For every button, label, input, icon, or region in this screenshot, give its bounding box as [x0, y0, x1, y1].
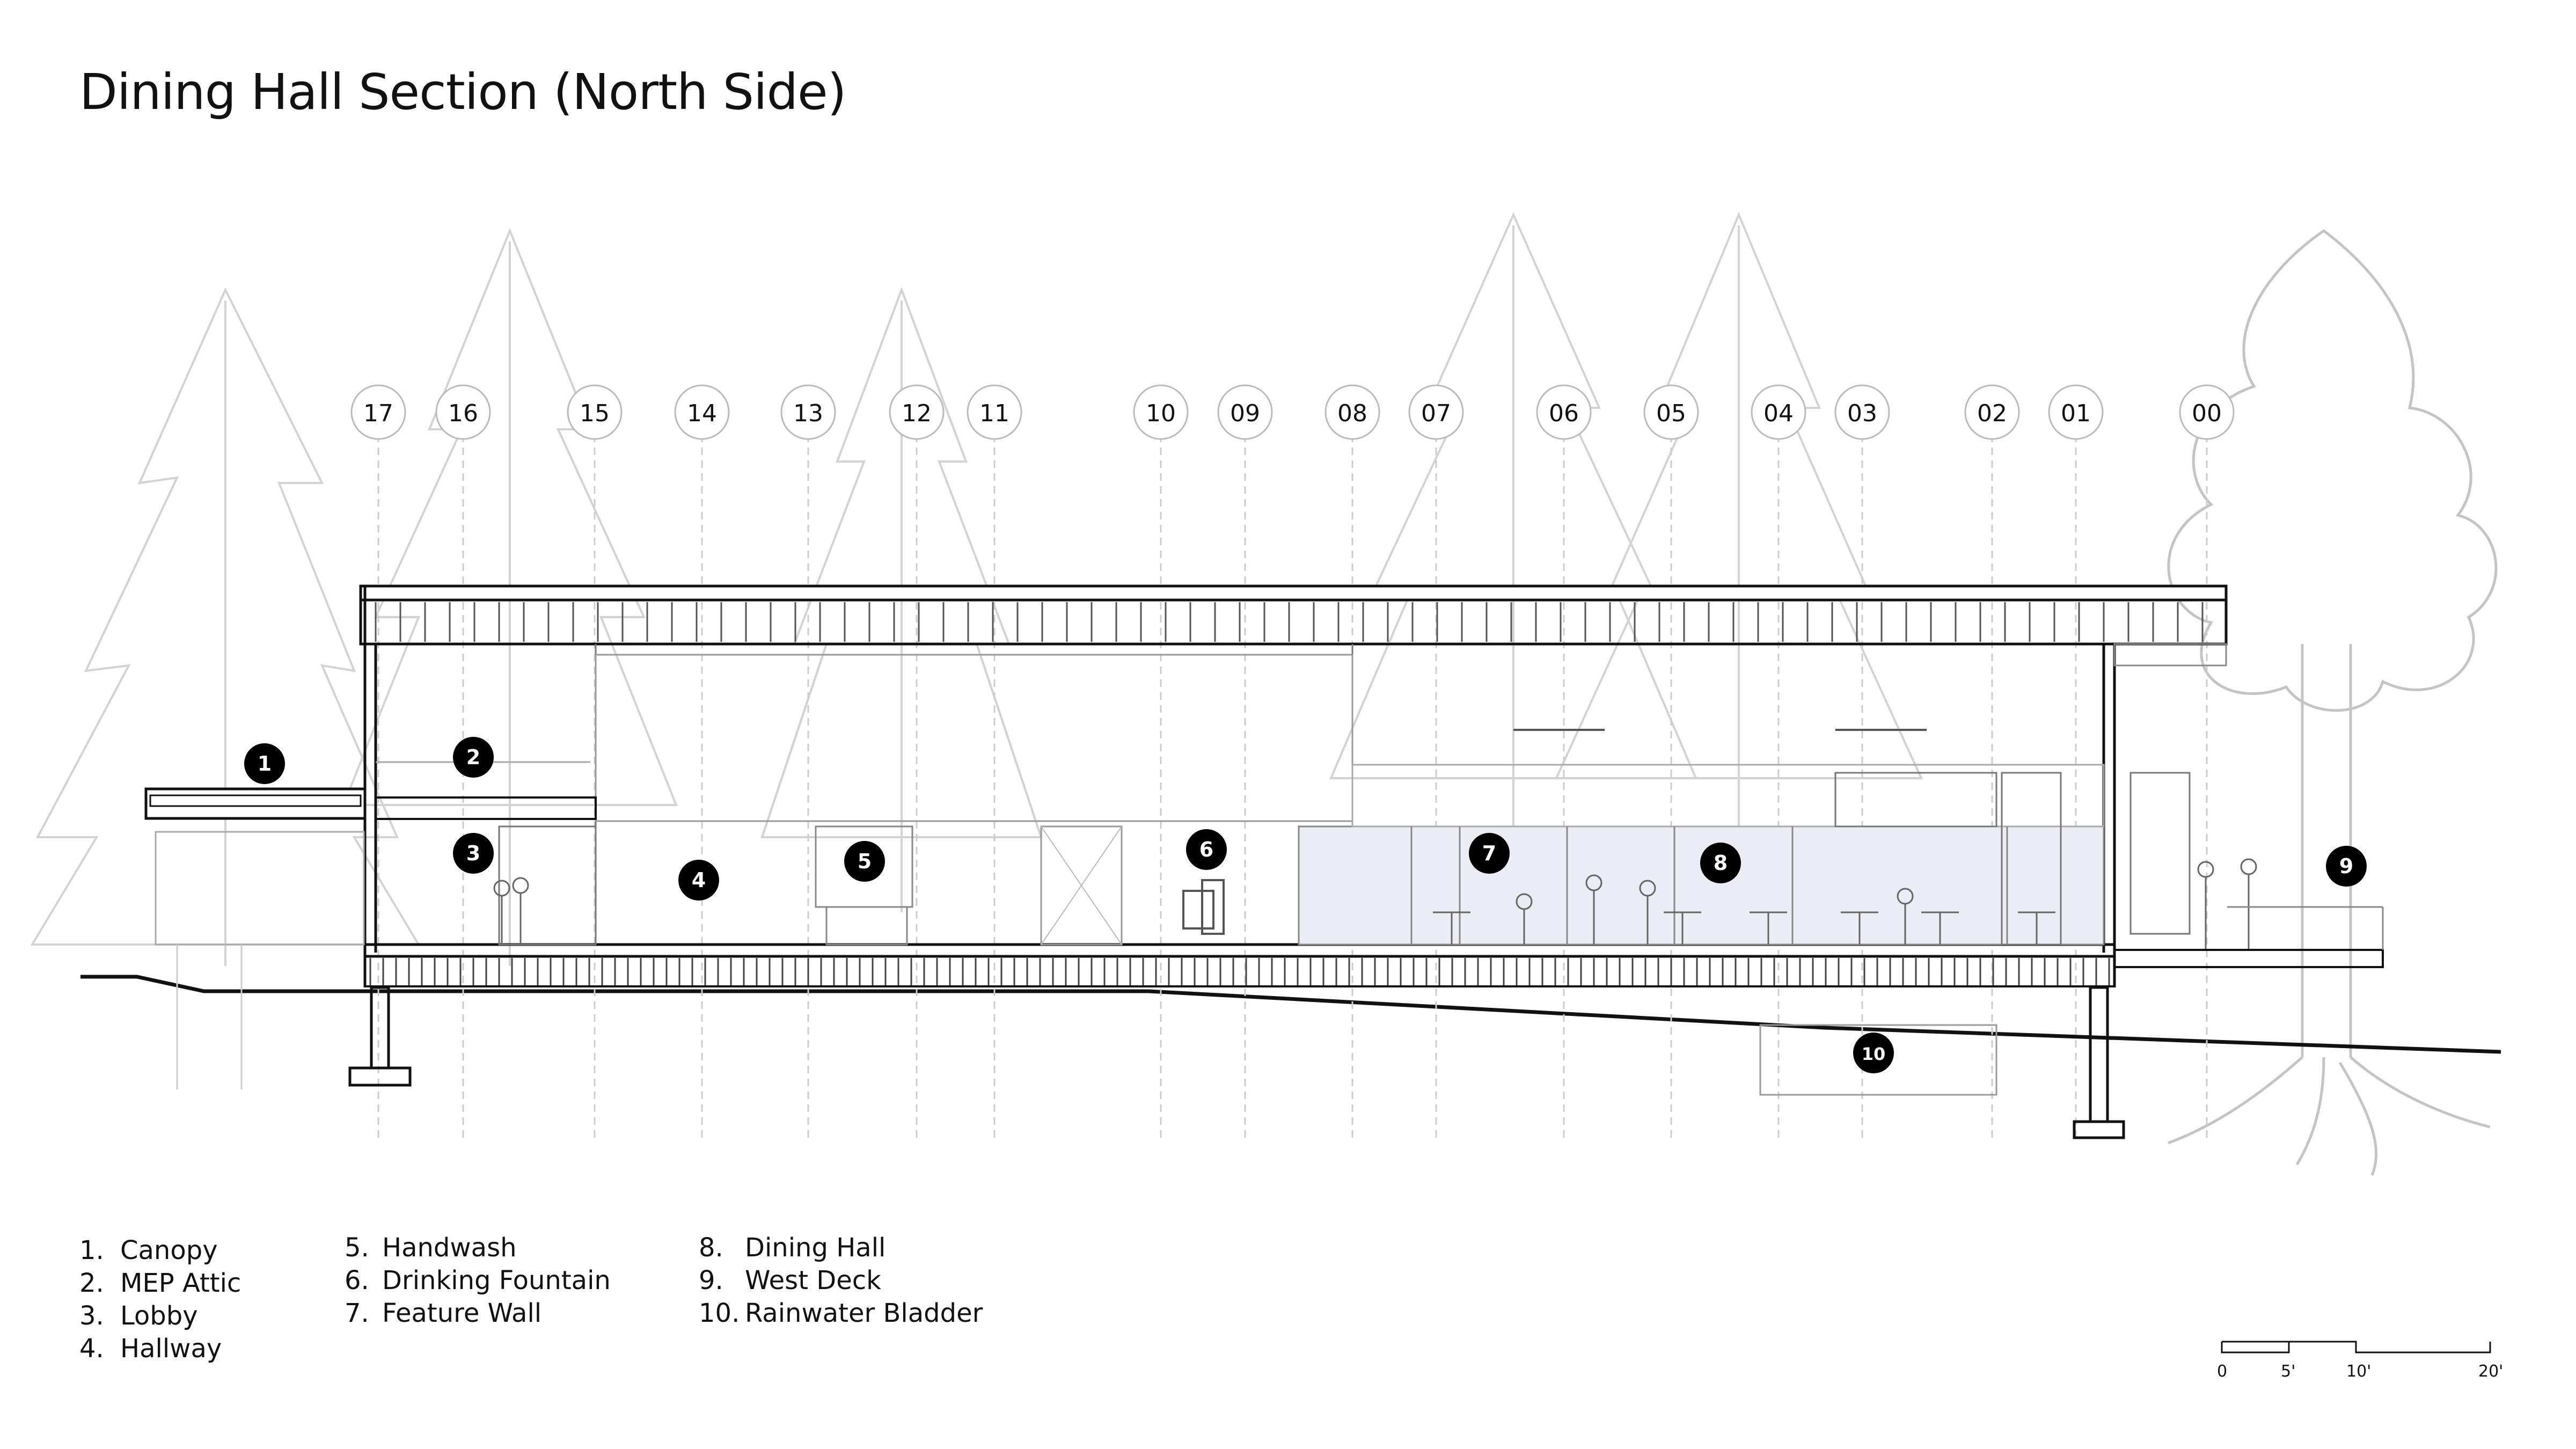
gridline-label: 15 [580, 400, 610, 427]
legend-item: 2.MEP Attic [79, 1268, 241, 1298]
room-tag-7: 7 [1469, 833, 1510, 874]
roof-rafters [375, 602, 2204, 642]
gridline-marker: 07 [1408, 384, 1464, 440]
legend-item: 1.Canopy [79, 1235, 218, 1265]
legend-item: 5.Handwash [345, 1233, 517, 1263]
ground-line [80, 975, 2501, 1054]
gridline-label: 08 [1337, 400, 1367, 427]
gridline-marker: 00 [2179, 384, 2235, 440]
room-tag-label: 8 [1714, 851, 1728, 875]
gridline-label: 05 [1656, 400, 1686, 427]
legend-item: 4.Hallway [79, 1334, 222, 1364]
room-tag-2: 2 [453, 737, 494, 778]
gridline-label: 06 [1549, 400, 1579, 427]
room-tag-5: 5 [844, 841, 885, 882]
room-tag-label: 7 [1482, 841, 1496, 865]
gridline-marker: 04 [1751, 384, 1806, 440]
gridline-marker: 17 [350, 384, 406, 440]
gridline-marker: 15 [567, 384, 623, 440]
gridline-label: 00 [2192, 400, 2222, 427]
legend-item: 8.Dining Hall [699, 1233, 886, 1263]
legend-item: 7.Feature Wall [345, 1298, 542, 1328]
gridline-label: 10 [1146, 400, 1176, 427]
legend-column-2: 5.Handwash 6.Drinking Fountain 7.Feature… [345, 1232, 611, 1330]
gridline-extensions [377, 435, 2208, 1138]
gridline-label: 02 [1977, 400, 2007, 427]
gridline-label: 09 [1230, 400, 1260, 427]
gridline-marker: 02 [1964, 384, 2020, 440]
legend-column-3: 8.Dining Hall 9.West Deck 10.Rainwater B… [699, 1232, 983, 1330]
gridline-label: 14 [687, 400, 717, 427]
gridline-marker: 08 [1324, 384, 1380, 440]
room-tag-label: 10 [1862, 1044, 1886, 1064]
gridline-markers: 17 16 15 14 13 12 11 10 09 08 07 06 05 04 03 02 01 00 [350, 384, 2235, 440]
gridline-label: 13 [793, 400, 823, 427]
gridline-marker: 06 [1536, 384, 1592, 440]
gridline-marker: 10 [1133, 384, 1189, 440]
room-tag-8: 8 [1700, 843, 1741, 883]
scale-label-20: 20' [2478, 1362, 2504, 1381]
gridline-marker: 09 [1217, 384, 1273, 440]
legend-item: 3.Lobby [79, 1301, 198, 1331]
legend-item: 6.Drinking Fountain [345, 1265, 611, 1296]
gridline-label: 07 [1421, 400, 1451, 427]
room-tag-label: 3 [466, 841, 480, 865]
room-tag-label: 9 [2339, 854, 2353, 878]
gridline-label: 17 [363, 400, 393, 427]
building-section [144, 584, 2384, 1139]
room-tag-4: 4 [678, 860, 719, 901]
gridline-marker: 11 [967, 384, 1022, 440]
room-tag-3: 3 [453, 833, 494, 874]
gridline-label: 04 [1763, 400, 1794, 427]
gridline-label: 11 [979, 400, 1009, 427]
scale-bar [2221, 1341, 2491, 1353]
room-tag-label: 5 [858, 850, 872, 873]
room-tag-10: 10 [1853, 1033, 1894, 1073]
room-tag-label: 4 [692, 868, 706, 892]
gridline-marker: 13 [780, 384, 836, 440]
scale-label-5: 5' [2281, 1362, 2296, 1381]
room-tags: 1 2 3 4 5 6 7 8 9 10 [244, 737, 2367, 1073]
drawing-title: Dining Hall Section (North Side) [79, 63, 846, 121]
gridline-label: 03 [1847, 400, 1877, 427]
legend-item: 9.West Deck [699, 1265, 881, 1296]
foreground-tree [2167, 229, 2498, 1176]
room-tag-6: 6 [1186, 829, 1227, 870]
room-tag-label: 6 [1199, 838, 1213, 861]
scale-label-10: 10' [2346, 1362, 2372, 1381]
room-tag-1: 1 [244, 743, 285, 784]
gridline-marker: 01 [2048, 384, 2104, 440]
floor-joists [369, 958, 2110, 985]
gridline-marker: 14 [674, 384, 730, 440]
gridline-label: 16 [448, 400, 478, 427]
gridline-marker: 05 [1643, 384, 1699, 440]
gridline-label: 12 [902, 400, 932, 427]
room-tag-label: 1 [258, 752, 272, 775]
room-tag-label: 2 [466, 745, 480, 769]
legend-item: 10.Rainwater Bladder [699, 1298, 983, 1328]
room-tag-9: 9 [2326, 846, 2367, 887]
gridline-label: 01 [2061, 400, 2091, 427]
legend-column-1: 1.Canopy 2.MEP Attic 3.Lobby 4.Hallway [79, 1234, 241, 1365]
gridline-marker: 03 [1834, 384, 1890, 440]
gridline-marker: 12 [889, 384, 945, 440]
scale-label-0: 0 [2217, 1362, 2228, 1381]
gridline-marker: 16 [435, 384, 491, 440]
